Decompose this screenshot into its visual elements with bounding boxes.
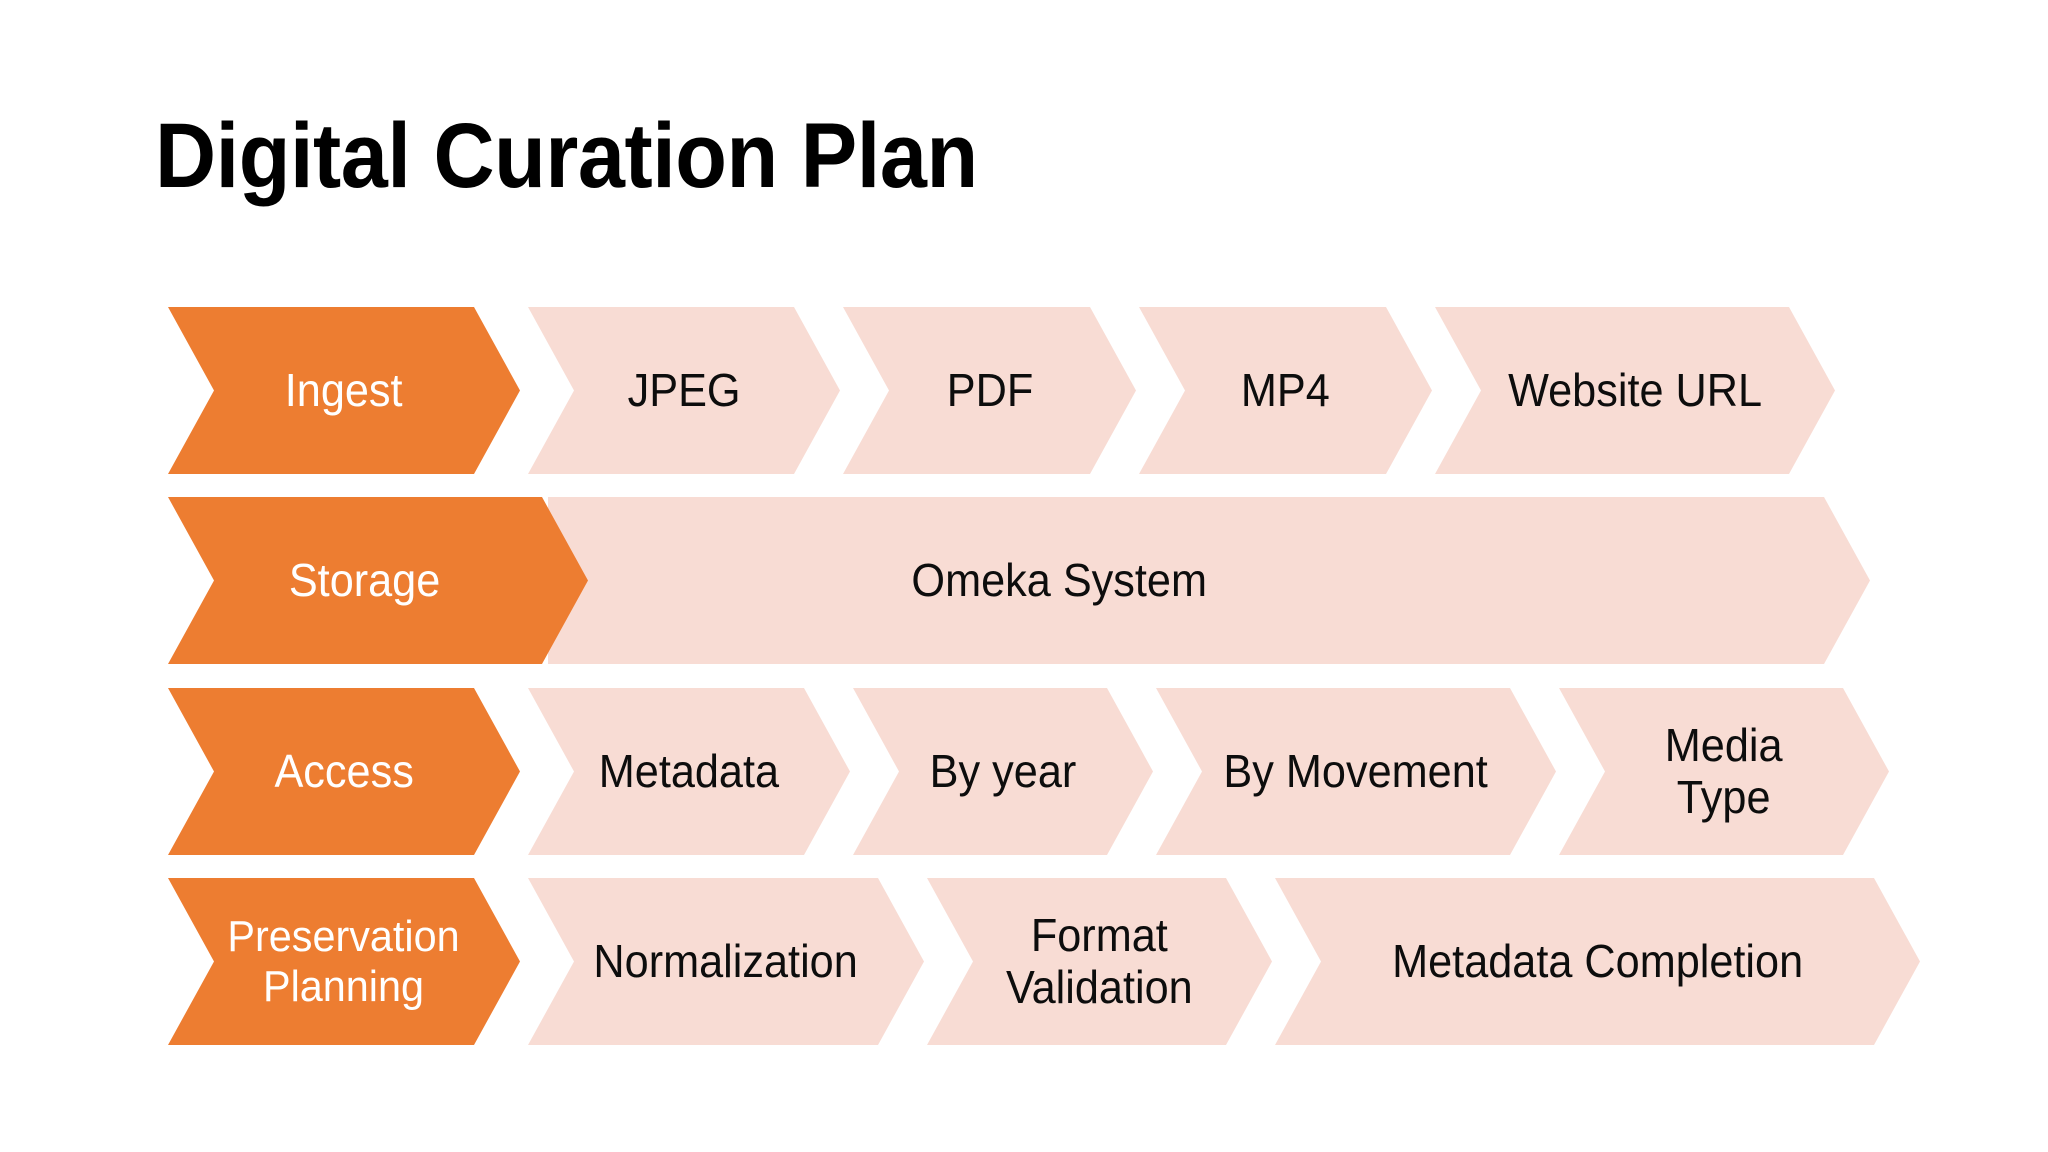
item-label: JPEG (627, 363, 741, 416)
item-label: MP4 (1241, 363, 1330, 416)
page-title: Digital Curation Plan (155, 105, 978, 207)
process-row-ingest: Ingest JPEG PDF MP4 Website URL (0, 307, 2048, 474)
item-label: Media Type (1665, 718, 1783, 823)
stage-label: Preservation Planning (227, 912, 461, 1011)
item-label: Website URL (1508, 363, 1762, 416)
process-row-storage: Omeka System Storage (0, 497, 2048, 664)
item-label: PDF (946, 363, 1033, 416)
item-chevron-website-url[interactable]: Website URL (1435, 307, 1835, 474)
item-chevron-pdf[interactable]: PDF (843, 307, 1136, 474)
item-chevron-by-year[interactable]: By year (853, 688, 1153, 855)
item-label: Normalization (593, 934, 859, 987)
stage-chevron-access[interactable]: Access (168, 688, 520, 855)
item-label: By Movement (1223, 744, 1489, 797)
item-label: Format Validation (1006, 908, 1193, 1013)
item-label: Metadata (598, 744, 780, 797)
item-chevron-omeka-system[interactable]: Omeka System (548, 497, 1870, 664)
item-label: Metadata Completion (1391, 934, 1804, 987)
item-chevron-mp4[interactable]: MP4 (1139, 307, 1432, 474)
stage-label: Access (274, 744, 414, 797)
process-row-preservation-planning: Preservation Planning Normalization Form… (0, 878, 2048, 1045)
process-row-access: Access Metadata By year By Movement Medi… (0, 688, 2048, 855)
item-chevron-metadata-completion[interactable]: Metadata Completion (1275, 878, 1920, 1045)
item-chevron-format-validation[interactable]: Format Validation (927, 878, 1272, 1045)
item-label: By year (929, 744, 1077, 797)
item-chevron-jpeg[interactable]: JPEG (528, 307, 840, 474)
item-label: Omeka System (911, 553, 1207, 606)
item-chevron-media-type[interactable]: Media Type (1559, 688, 1889, 855)
stage-label: Ingest (285, 363, 403, 416)
item-chevron-normalization[interactable]: Normalization (528, 878, 924, 1045)
item-chevron-metadata[interactable]: Metadata (528, 688, 850, 855)
stage-chevron-preservation-planning[interactable]: Preservation Planning (168, 878, 520, 1045)
stage-chevron-storage[interactable]: Storage (168, 497, 588, 664)
stage-label: Storage (289, 553, 441, 606)
item-chevron-by-movement[interactable]: By Movement (1156, 688, 1556, 855)
stage-chevron-ingest[interactable]: Ingest (168, 307, 520, 474)
